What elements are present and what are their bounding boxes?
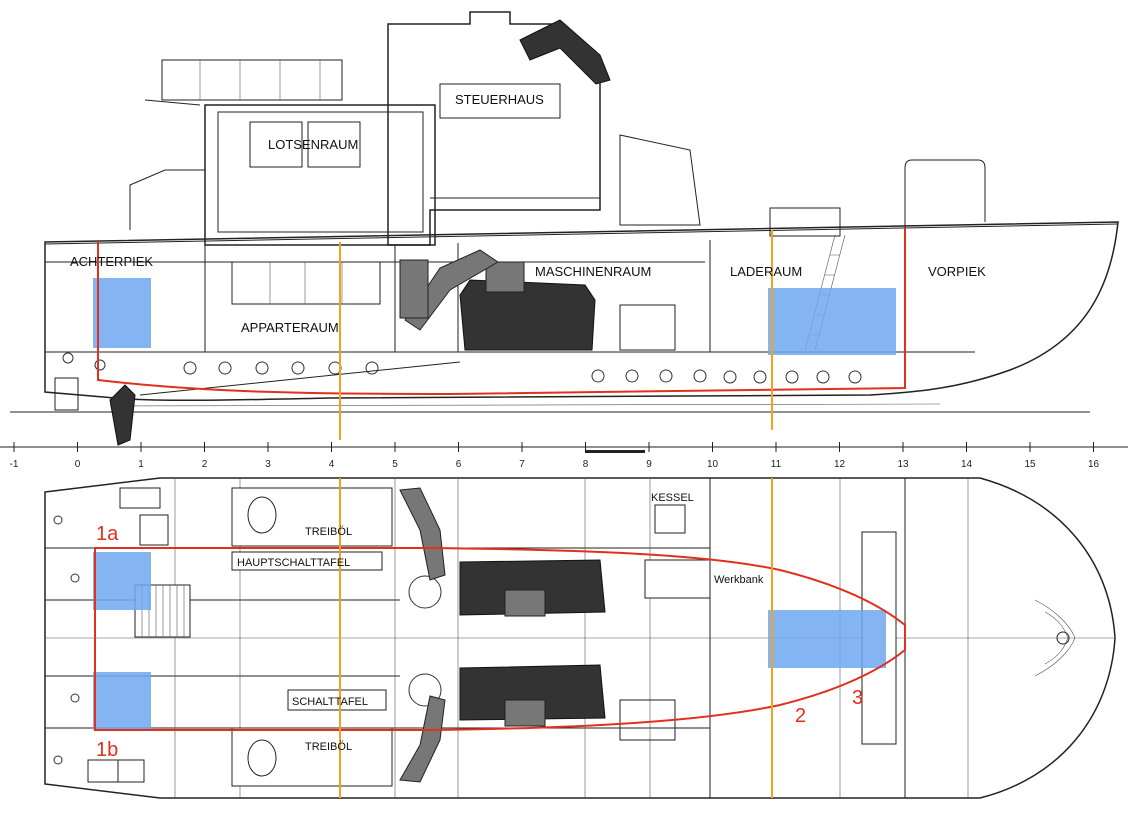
- frame-tick-label: 15: [1024, 459, 1036, 470]
- frame-tick-label: 8: [583, 459, 589, 470]
- label-hauptschalttafel: HAUPTSCHALTTAFEL: [237, 557, 350, 569]
- frame-tick-label: 11: [771, 459, 782, 470]
- frame-tick-label: 2: [202, 459, 208, 470]
- crane-arm: [519, 19, 611, 85]
- fuel-tank-top-manhole: [247, 496, 277, 534]
- red-outlines: [94, 228, 906, 731]
- profile-portholes: [62, 352, 862, 384]
- frame-tick-label: 12: [834, 459, 846, 470]
- top-railing: [161, 59, 343, 101]
- marker-3: 3: [852, 687, 863, 709]
- propeller: [109, 384, 136, 446]
- workbench-box: [644, 559, 711, 599]
- frame-tick-label: 1: [138, 459, 144, 470]
- frame-tick-label: 7: [519, 459, 525, 470]
- marker-1b: 1b: [96, 739, 118, 761]
- tank-2-3-plan: [768, 610, 886, 668]
- fuel-tank-bottom-manhole: [247, 739, 277, 777]
- rear-deck-structure: [129, 169, 205, 230]
- bow-contour-2: [1044, 611, 1069, 665]
- upper-deck-line: [44, 223, 1119, 245]
- scale-bar: [585, 450, 645, 453]
- propeller-shaft: [139, 361, 461, 396]
- bow-anchor-point: [1056, 631, 1070, 645]
- frame-tick-label: 14: [961, 459, 973, 470]
- labels: STEUERHAUS LOTSENRAUM ACHTERPIEK APPARTE…: [70, 92, 986, 761]
- frame-tick-label: 16: [1088, 459, 1100, 470]
- engine-plan-bottom: [399, 664, 606, 783]
- lotsenraum-window-2: [307, 121, 361, 168]
- tank-achterpiek-profile: [93, 278, 151, 348]
- label-schalttafel: SCHALTTAFEL: [292, 696, 368, 708]
- boiler-box: [654, 504, 686, 534]
- frame-tick-label: 10: [707, 459, 719, 470]
- fuel-tank-bottom-box: [231, 727, 393, 787]
- lotsenraum-room: [217, 111, 424, 233]
- label-kessel: KESSEL: [651, 492, 694, 504]
- tank-highlights: [93, 278, 896, 730]
- lotsenraum-window-1: [249, 121, 303, 168]
- transom-bollards: [53, 487, 169, 783]
- tank-1b-plan: [93, 672, 151, 730]
- deck-plan: [44, 477, 1116, 799]
- orange-frame-markers: [339, 230, 773, 798]
- main-engine-profile: [459, 279, 596, 351]
- engine-turbo-profile: [485, 261, 525, 293]
- label-lotsenraum: LOTSENRAUM: [268, 137, 358, 152]
- label-werkbank: Werkbank: [714, 574, 764, 586]
- label-treiboel-bottom: TREIBÖL: [305, 741, 352, 753]
- frame-tick-label: 6: [456, 459, 462, 470]
- red-outline-profile: [97, 228, 906, 396]
- switch-cabinets: [231, 261, 381, 305]
- hull-profile-outline: [44, 221, 1119, 402]
- red-outline-plan: [94, 547, 906, 731]
- frame-tick-label: 5: [392, 459, 398, 470]
- generator-profile: [399, 259, 429, 319]
- wheelhouse-window: [439, 83, 561, 119]
- label-vorpiek: VORPIEK: [928, 264, 986, 279]
- switchboard-box: [287, 689, 387, 711]
- funnel: [619, 134, 701, 226]
- bow-contour-1: [1034, 599, 1076, 677]
- frame-tick-label: -1: [10, 459, 19, 470]
- tank-1a-plan: [93, 552, 151, 610]
- label-laderaum: LADERAUM: [730, 264, 802, 279]
- rear-mast: [144, 99, 201, 106]
- label-achterpiek: ACHTERPIEK: [70, 254, 153, 269]
- frame-tick-label: 9: [646, 459, 652, 470]
- tank-box-profile: [619, 304, 676, 351]
- plan-frame-lines: [174, 478, 969, 798]
- side-profile: [10, 11, 1119, 446]
- keel-line-inner: [109, 403, 941, 407]
- label-maschinenraum: MASCHINENRAUM: [535, 264, 651, 279]
- rudder: [54, 377, 79, 411]
- frame-tick-label: 0: [75, 459, 81, 470]
- hatch-cover: [769, 207, 841, 237]
- main-switchboard-box: [231, 551, 383, 571]
- frame-tick-label: 4: [329, 459, 335, 470]
- forward-railing: [904, 159, 986, 228]
- label-treiboel-top: TREIBÖL: [305, 526, 352, 538]
- marker-2: 2: [795, 705, 806, 727]
- label-steuerhaus: STEUERHAUS: [455, 92, 544, 107]
- frame-tick-label: 3: [265, 459, 271, 470]
- tank-laderaum-profile: [768, 288, 896, 355]
- label-apparteraum: APPARTERAUM: [241, 320, 339, 335]
- engine-plan-top: [399, 487, 606, 617]
- marker-1a: 1a: [96, 523, 119, 545]
- deckhouse: [204, 104, 436, 246]
- frame-tick-label: 13: [897, 459, 909, 470]
